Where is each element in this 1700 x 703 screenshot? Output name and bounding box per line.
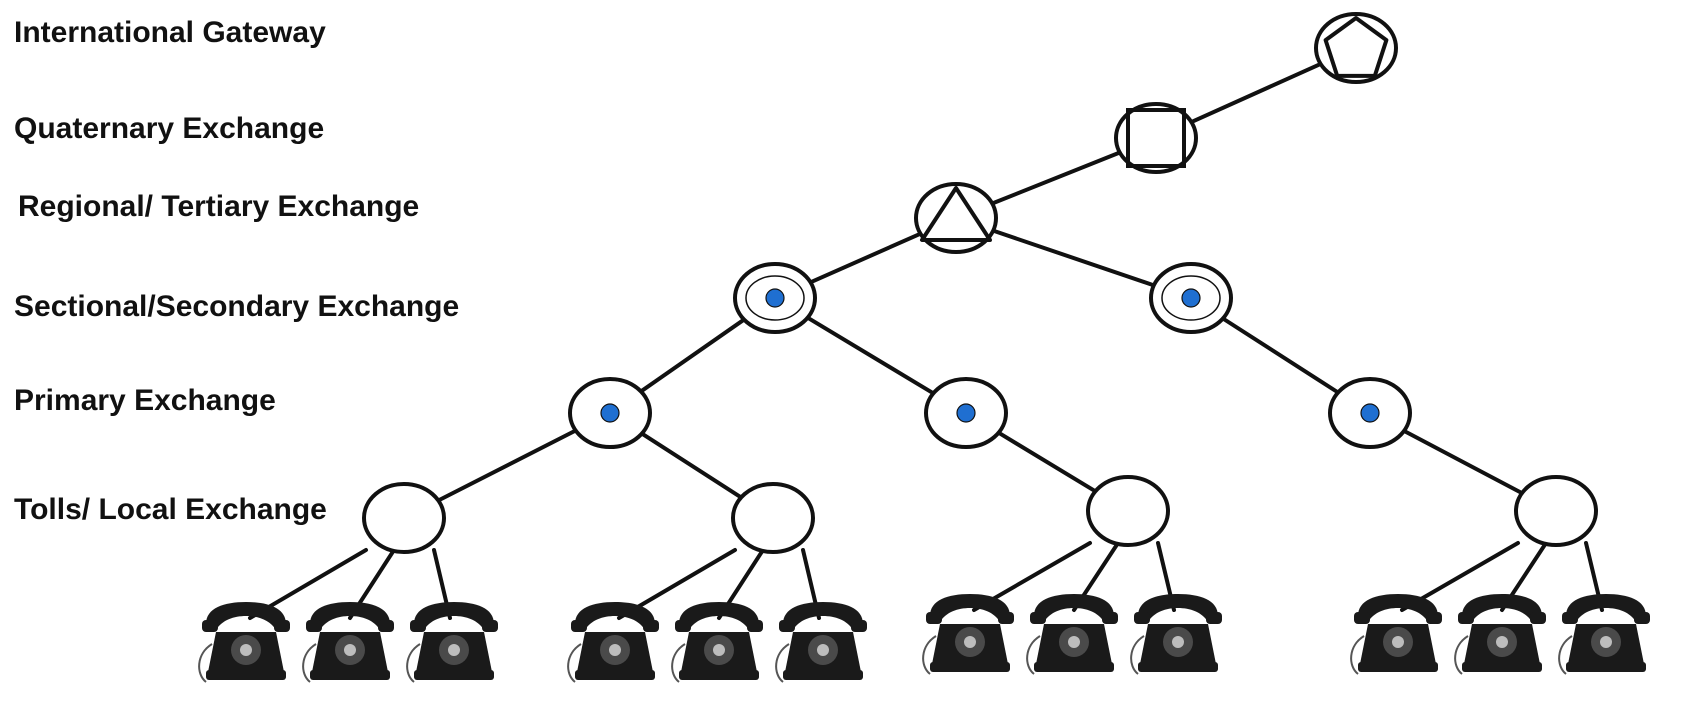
- node-primary-p2: [924, 377, 1008, 449]
- telephone-icon: [775, 601, 868, 683]
- telephone-icon: [922, 593, 1015, 675]
- telephone-icon: [671, 601, 764, 683]
- level-label-secondary-exchange: Sectional/Secondary Exchange: [14, 290, 460, 323]
- telephone-icon: [1454, 593, 1547, 675]
- pentagon-icon: [1323, 16, 1389, 78]
- telephone-icon: [1350, 593, 1443, 675]
- level-label-tertiary-exchange: Regional/ Tertiary Exchange: [18, 190, 420, 223]
- node-local-l1: [362, 482, 446, 554]
- ring-dot-icon: [1161, 275, 1221, 321]
- link-s1-p2: [805, 315, 936, 396]
- node-local-l2: [731, 482, 815, 554]
- node-secondary-s1: [733, 262, 817, 334]
- connection-lines: [436, 61, 1525, 503]
- node-primary-p1: [568, 377, 652, 449]
- node-local-l3: [1086, 475, 1170, 547]
- telephone-icon: [198, 601, 291, 683]
- link-t1-s2: [991, 228, 1156, 288]
- node-quaternary-q1: [1114, 102, 1198, 174]
- dot-icon: [956, 403, 976, 423]
- triangle-icon: [920, 186, 992, 242]
- level-label-primary-exchange: Primary Exchange: [14, 384, 276, 417]
- dot-icon: [600, 403, 620, 423]
- telephone-icon: [1026, 593, 1119, 675]
- link-s2-p3: [1220, 316, 1341, 395]
- link-p1-l1: [436, 428, 578, 503]
- level-label-international-gateway: International Gateway: [14, 16, 326, 49]
- level-label-quaternary-exchange: Quaternary Exchange: [14, 112, 325, 145]
- telephone-icon: [406, 601, 499, 683]
- telephone-icon: [1130, 593, 1223, 675]
- link-q1-t1: [990, 150, 1122, 206]
- link-s1-p1: [638, 317, 747, 394]
- link-p2-l3: [996, 430, 1098, 494]
- telephones: [198, 593, 1651, 683]
- node-tertiary-t1: [914, 182, 998, 254]
- node-local-l4: [1514, 475, 1598, 547]
- level-label-local-exchange: Tolls/ Local Exchange: [14, 493, 327, 526]
- exchange-nodes: [362, 12, 1598, 554]
- telephone-icon: [302, 601, 395, 683]
- node-primary-p3: [1328, 377, 1412, 449]
- link-gw-q1: [1189, 61, 1323, 125]
- link-p3-l4: [1401, 428, 1525, 496]
- telephone-icon: [567, 601, 660, 683]
- link-t1-s1: [808, 231, 923, 285]
- telephone-icon: [1558, 593, 1651, 675]
- node-gateway-gw: [1314, 12, 1398, 84]
- ring-dot-icon: [745, 275, 805, 321]
- square-icon: [1126, 108, 1186, 168]
- dot-icon: [1360, 403, 1380, 423]
- link-p1-l2: [639, 431, 744, 500]
- node-secondary-s2: [1149, 262, 1233, 334]
